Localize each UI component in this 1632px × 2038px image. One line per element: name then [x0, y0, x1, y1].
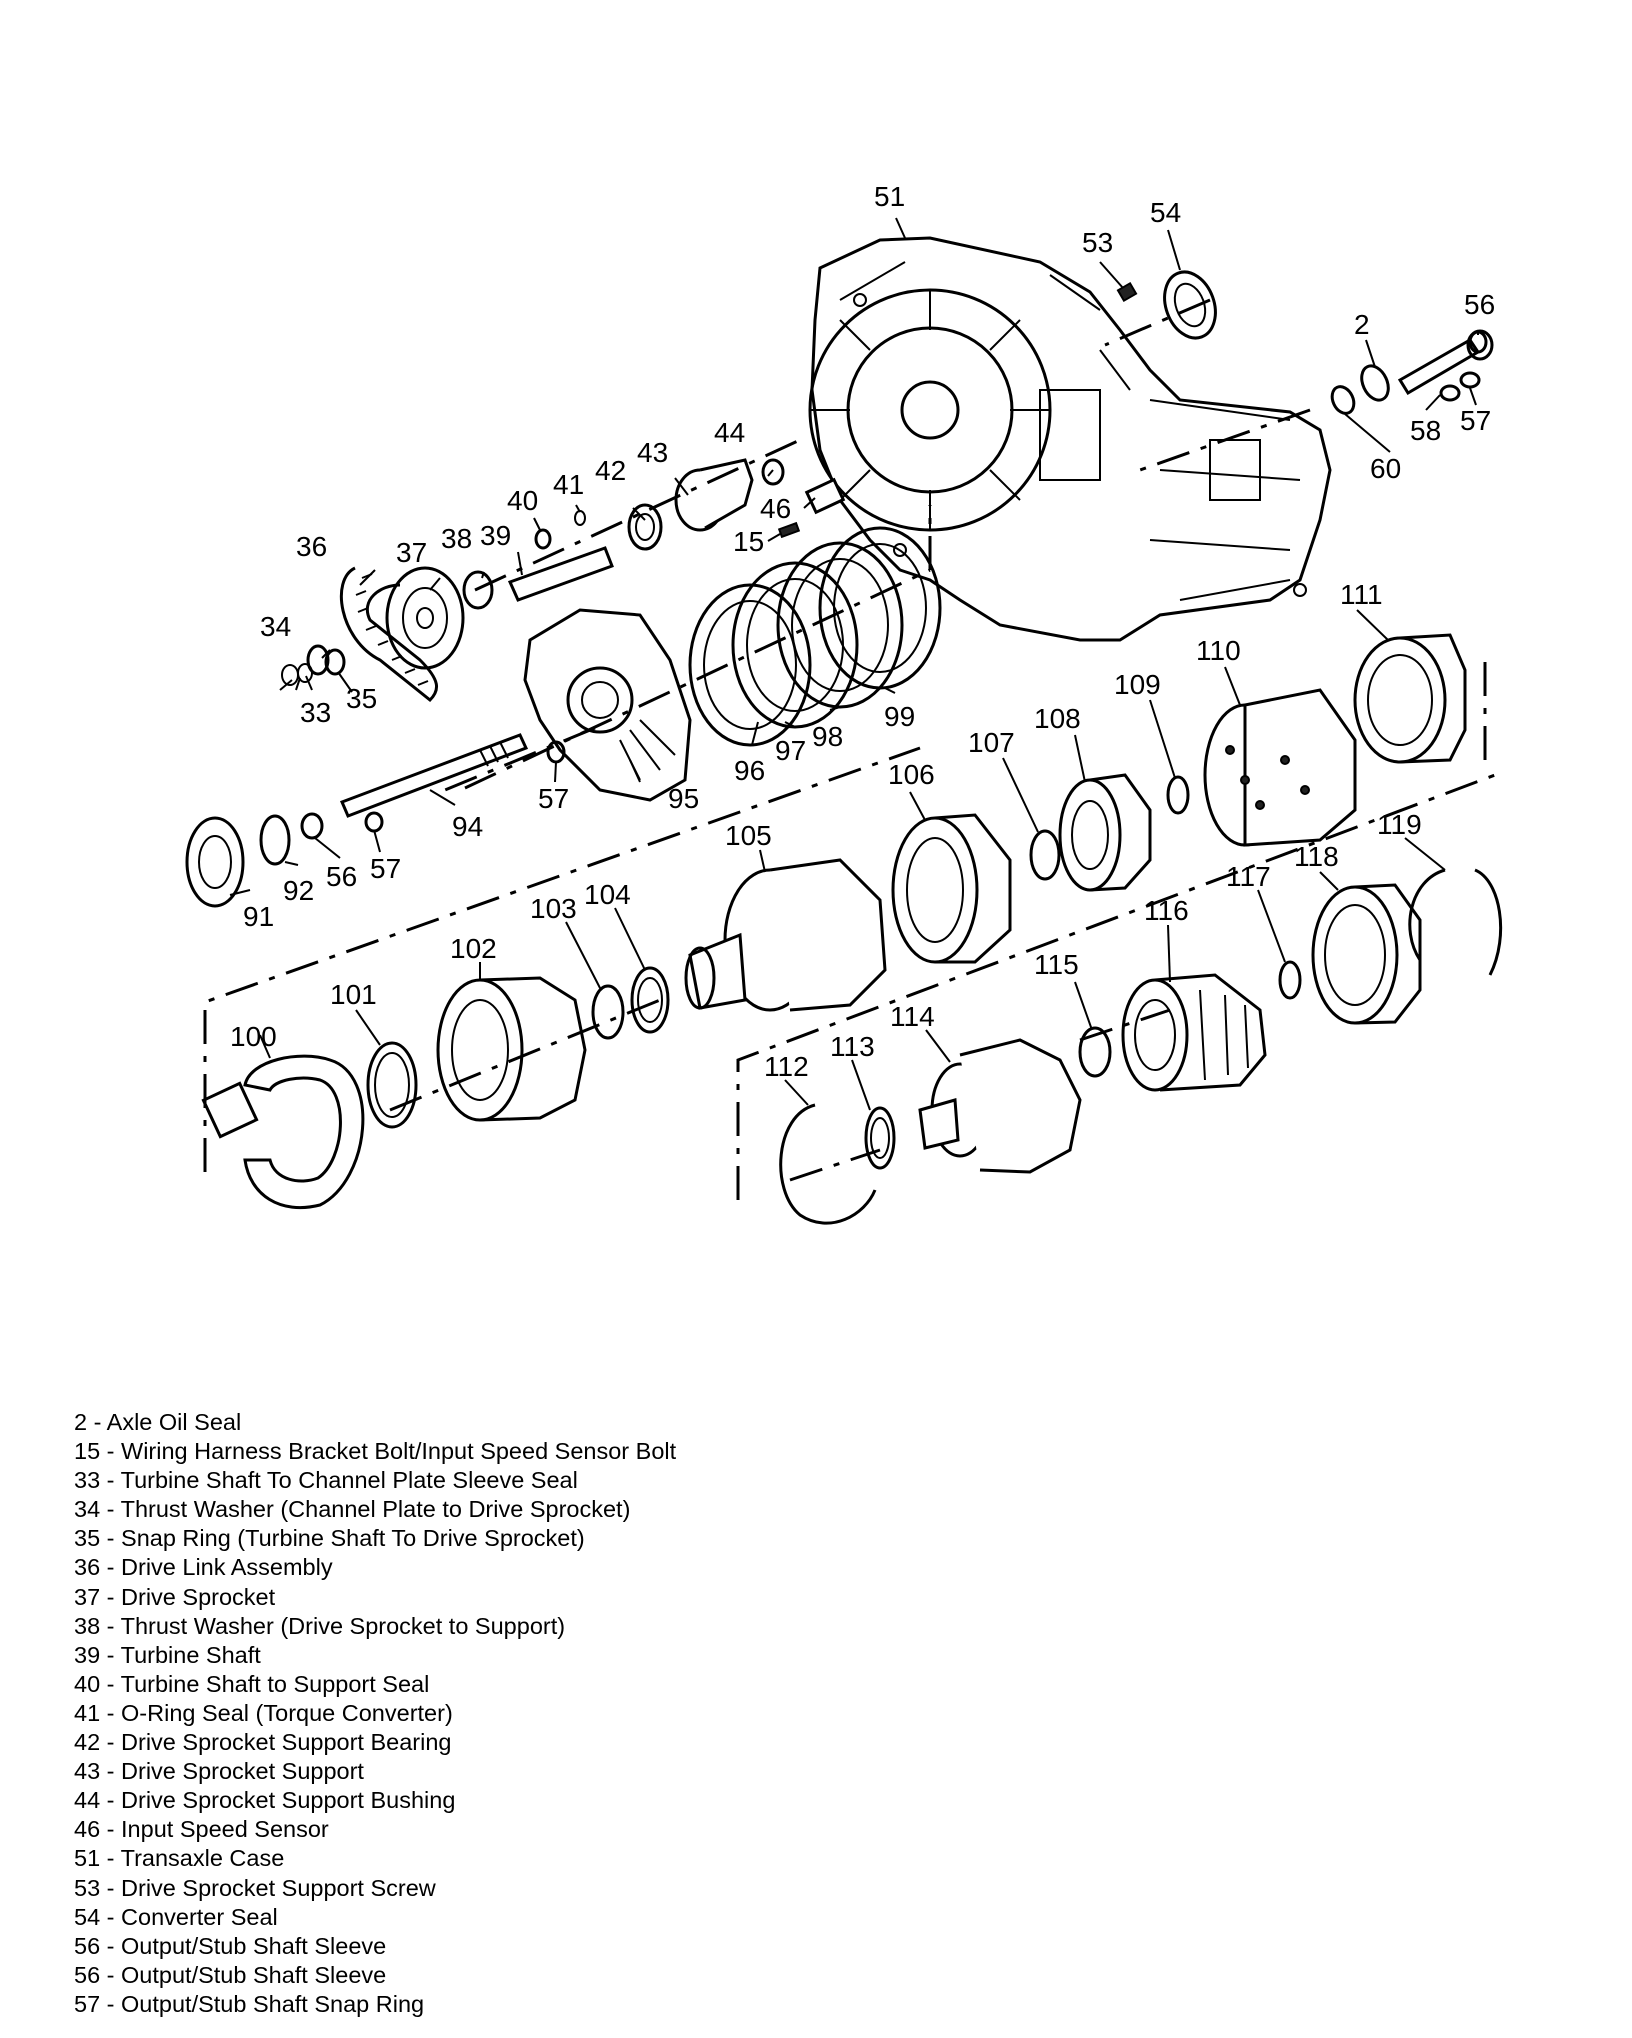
- callout-105: 105: [725, 820, 772, 851]
- callout-38: 38: [441, 523, 472, 554]
- callout-51: 51: [874, 181, 905, 212]
- callout-91: 91: [243, 901, 274, 932]
- legend-item: 15 - Wiring Harness Bracket Bolt/Input S…: [74, 1438, 677, 1465]
- legend-item: 38 - Thrust Washer (Drive Sprocket to Su…: [74, 1612, 566, 1639]
- callout-56-top: 56: [1464, 289, 1495, 320]
- callout-103: 103: [530, 893, 577, 924]
- legend-item: 39 - Turbine Shaft: [74, 1641, 261, 1668]
- callout-53: 53: [1082, 227, 1113, 258]
- callout-2: 2: [1354, 309, 1370, 340]
- callout-60: 60: [1370, 453, 1401, 484]
- legend-item: 56 - Output/Stub Shaft Sleeve: [74, 1961, 387, 1988]
- callout-117: 117: [1226, 861, 1271, 892]
- callout-42: 42: [595, 455, 626, 486]
- assembly-axis-lines: [389, 298, 1311, 1182]
- callout-43: 43: [637, 437, 668, 468]
- callout-44: 44: [714, 417, 745, 448]
- callout-15: 15: [733, 526, 764, 557]
- callout-102: 102: [450, 933, 497, 964]
- legend-item: 36 - Drive Link Assembly: [74, 1554, 333, 1581]
- callout-56-low: 56: [326, 861, 357, 892]
- callout-41: 41: [553, 469, 584, 500]
- callout-36: 36: [296, 531, 327, 562]
- callout-92: 92: [283, 875, 314, 906]
- callout-116: 116: [1144, 895, 1189, 926]
- upper-right-parts: [777, 270, 1494, 539]
- callout-119: 119: [1377, 809, 1422, 840]
- callout-104: 104: [584, 879, 631, 910]
- middle-row-parts: [684, 633, 1487, 1012]
- callout-94: 94: [452, 811, 483, 842]
- transaxle-case-drawing: [808, 236, 1332, 642]
- callout-labels: 51 53 54 56 2 58 57 60 44 46 15 43 42 41…: [230, 181, 1495, 1082]
- legend-item: 37 - Drive Sprocket: [74, 1583, 276, 1610]
- callout-111: 111: [1340, 579, 1383, 610]
- callout-108: 108: [1034, 703, 1081, 734]
- legend-item: 40 - Turbine Shaft to Support Seal: [74, 1670, 430, 1697]
- output-shaft-group: [185, 733, 529, 908]
- leader-lines: [229, 217, 1479, 1111]
- sprocket-group: [279, 458, 785, 703]
- lower-left-parts: [201, 505, 932, 1210]
- legend-item: 51 - Transaxle Case: [74, 1845, 285, 1872]
- callout-110: 110: [1196, 635, 1241, 666]
- callout-58: 58: [1410, 415, 1441, 446]
- diagram-svg: 51 53 54 56 2 58 57 60 44 46 15 43 42 41…: [185, 181, 1503, 1225]
- legend-item: 56 - Output/Stub Shaft Sleeve: [74, 1932, 387, 1959]
- callout-95: 95: [668, 783, 699, 814]
- callout-109: 109: [1114, 669, 1161, 700]
- legend-item: 35 - Snap Ring (Turbine Shaft To Drive S…: [74, 1525, 585, 1552]
- callout-118: 118: [1294, 841, 1339, 872]
- legend-item: 41 - O-Ring Seal (Torque Converter): [74, 1699, 453, 1726]
- callout-114: 114: [890, 1001, 935, 1032]
- legend-item: 34 - Thrust Washer (Channel Plate to Dri…: [74, 1496, 631, 1523]
- callout-46: 46: [760, 493, 791, 524]
- legend-item: 44 - Drive Sprocket Support Bushing: [74, 1787, 456, 1814]
- legend-item: 46 - Input Speed Sensor: [74, 1816, 329, 1843]
- callout-99: 99: [884, 701, 915, 732]
- callout-54: 54: [1150, 197, 1181, 228]
- callout-107: 107: [968, 727, 1015, 758]
- lower-right-parts: [736, 773, 1503, 1225]
- legend-item: 33 - Turbine Shaft To Channel Plate Slee…: [74, 1467, 578, 1494]
- callout-40: 40: [507, 485, 538, 516]
- legend-item: 57 - Output/Stub Shaft Snap Ring: [74, 1990, 425, 2017]
- callout-115: 115: [1034, 949, 1079, 980]
- callout-101: 101: [330, 979, 377, 1010]
- legend-item: 42 - Drive Sprocket Support Bearing: [74, 1729, 452, 1756]
- legend-item: 2 - Axle Oil Seal: [74, 1409, 242, 1435]
- transaxle-exploded-diagram: 51 53 54 56 2 58 57 60 44 46 15 43 42 41…: [185, 181, 1503, 1225]
- callout-96: 96: [734, 755, 765, 786]
- callout-112: 112: [764, 1051, 809, 1082]
- callout-106: 106: [888, 759, 935, 790]
- callout-113: 113: [830, 1031, 875, 1062]
- callout-34: 34: [260, 611, 291, 642]
- callout-57-top: 57: [1460, 405, 1491, 436]
- callout-100: 100: [230, 1021, 277, 1052]
- parts-legend: 2 - Axle Oil Seal 15 - Wiring Harness Br…: [74, 1408, 1174, 2019]
- callout-35: 35: [346, 683, 377, 714]
- legend-item: 43 - Drive Sprocket Support: [74, 1758, 364, 1785]
- legend-item: 53 - Drive Sprocket Support Screw: [74, 1874, 436, 1901]
- legend-item: 54 - Converter Seal: [74, 1903, 278, 1930]
- callout-57-mid: 57: [538, 783, 569, 814]
- callout-37: 37: [396, 537, 427, 568]
- callout-39: 39: [480, 520, 511, 551]
- callout-98: 98: [812, 721, 843, 752]
- callout-57-low: 57: [370, 853, 401, 884]
- callout-97: 97: [775, 735, 806, 766]
- callout-33: 33: [300, 697, 331, 728]
